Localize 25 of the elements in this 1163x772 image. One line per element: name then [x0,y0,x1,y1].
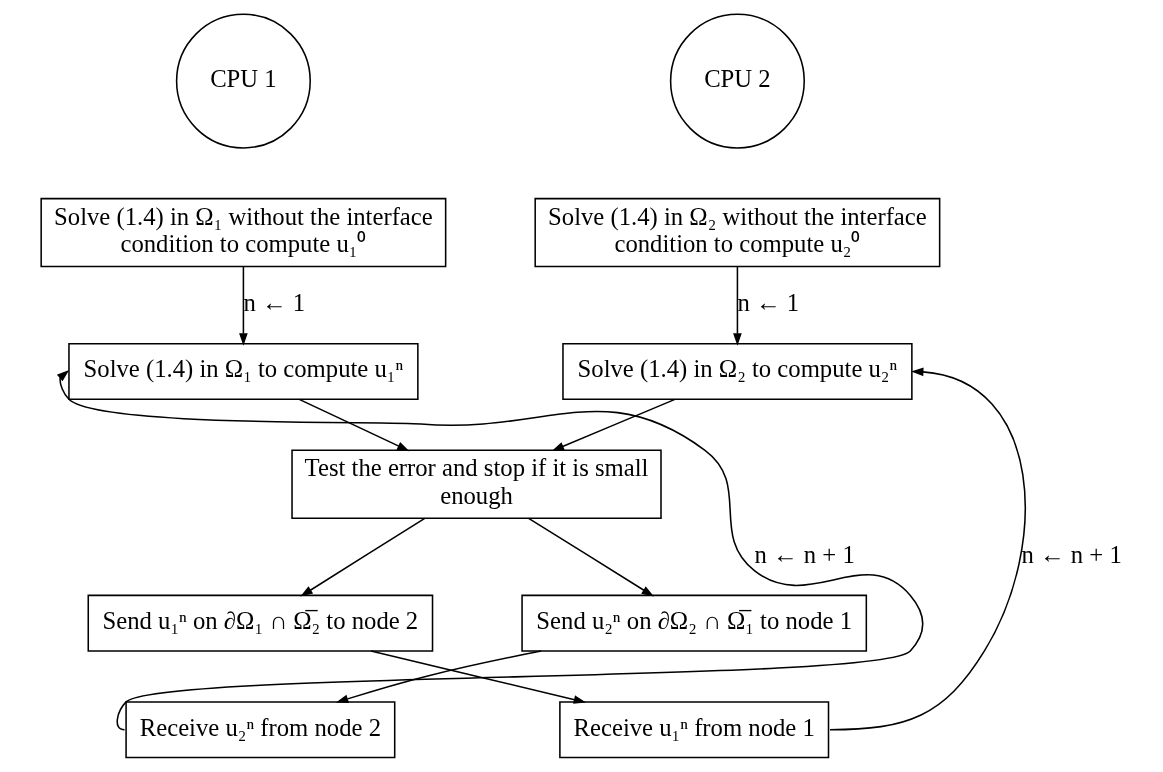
arrow [300,517,426,597]
node-box: Solve (1.4) in Ω₁ to compute u₁ⁿ [68,343,419,401]
arrow [298,398,410,452]
node-box: Receive u₂ⁿ from node 2 [125,701,396,759]
node-circle: CPU 2 [669,13,805,149]
node-box: Solve (1.4) in Ω₁ without the interface condition to compute u₁⁰ [40,197,447,268]
edge-label: n ← n + 1 [754,540,855,568]
arrow [551,398,676,452]
arrow [336,650,542,703]
arrow [527,517,654,597]
node-box: Send u₂ⁿ on ∂Ω₂ ∩ Ω̅₁ to node 1 [521,594,868,652]
node-box: Test the error and stop if it is small enough [291,449,662,519]
node-box: Receive u₁ⁿ from node 1 [559,701,830,759]
node-circle: CPU 1 [175,13,311,149]
edge-label: n ← 1 [737,289,800,317]
node-box: Solve (1.4) in Ω₂ to compute u₂ⁿ [562,343,913,401]
node-box: Solve (1.4) in Ω₂ without the interface condition to compute u₂⁰ [534,197,941,268]
arrow [829,367,1026,731]
arrow [239,266,248,346]
arrow [733,266,742,346]
node-box: Send u₁ⁿ on ∂Ω₁ ∩ Ω̅₂ to node 2 [87,594,434,652]
edge-label: n ← n + 1 [1021,540,1122,568]
edge-label: n ← 1 [243,289,306,317]
arrow [56,370,924,731]
arrow [370,650,587,704]
